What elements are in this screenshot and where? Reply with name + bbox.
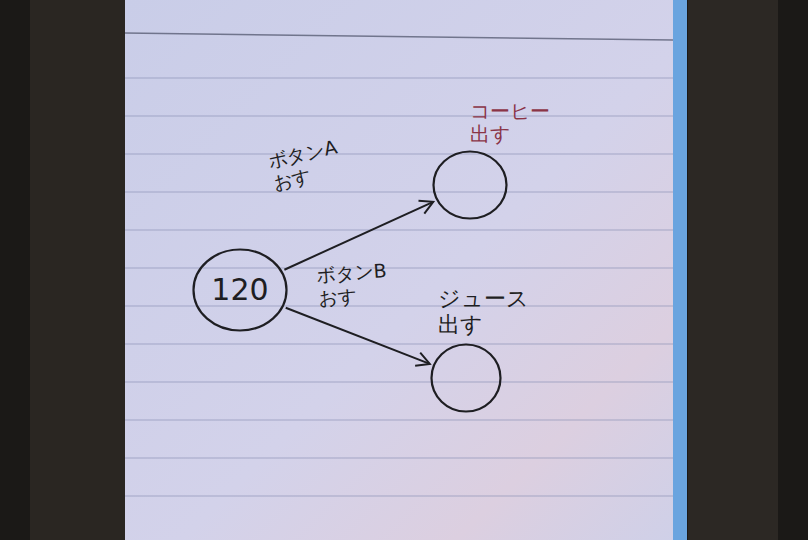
transition-arrow xyxy=(286,308,430,366)
state-circle: ジュース 出す xyxy=(430,343,502,413)
state-circle: コーヒー 出す xyxy=(432,150,508,220)
bezel-left xyxy=(30,0,125,540)
circle-stroke xyxy=(432,345,501,412)
screen xyxy=(125,0,675,540)
scroll-bar xyxy=(673,0,687,540)
arrow-shaft xyxy=(284,202,433,270)
state-circle: 120 xyxy=(192,248,288,332)
ruled-lines xyxy=(125,33,673,496)
circle-outline xyxy=(432,150,508,220)
circle-stroke xyxy=(194,250,287,331)
arrow-head xyxy=(418,201,433,214)
state-value: 120 xyxy=(211,273,268,308)
action-label: ジュース 出す xyxy=(438,286,529,337)
transition-arrow xyxy=(284,201,433,270)
arrow-head xyxy=(415,353,430,366)
circle-outline xyxy=(430,343,502,413)
bezel-right xyxy=(688,0,778,540)
arrow-shaft xyxy=(286,308,430,364)
circle-stroke xyxy=(434,152,507,219)
edge-label: ボタンB おす xyxy=(316,259,389,309)
action-label: コーヒー 出す xyxy=(470,100,550,146)
